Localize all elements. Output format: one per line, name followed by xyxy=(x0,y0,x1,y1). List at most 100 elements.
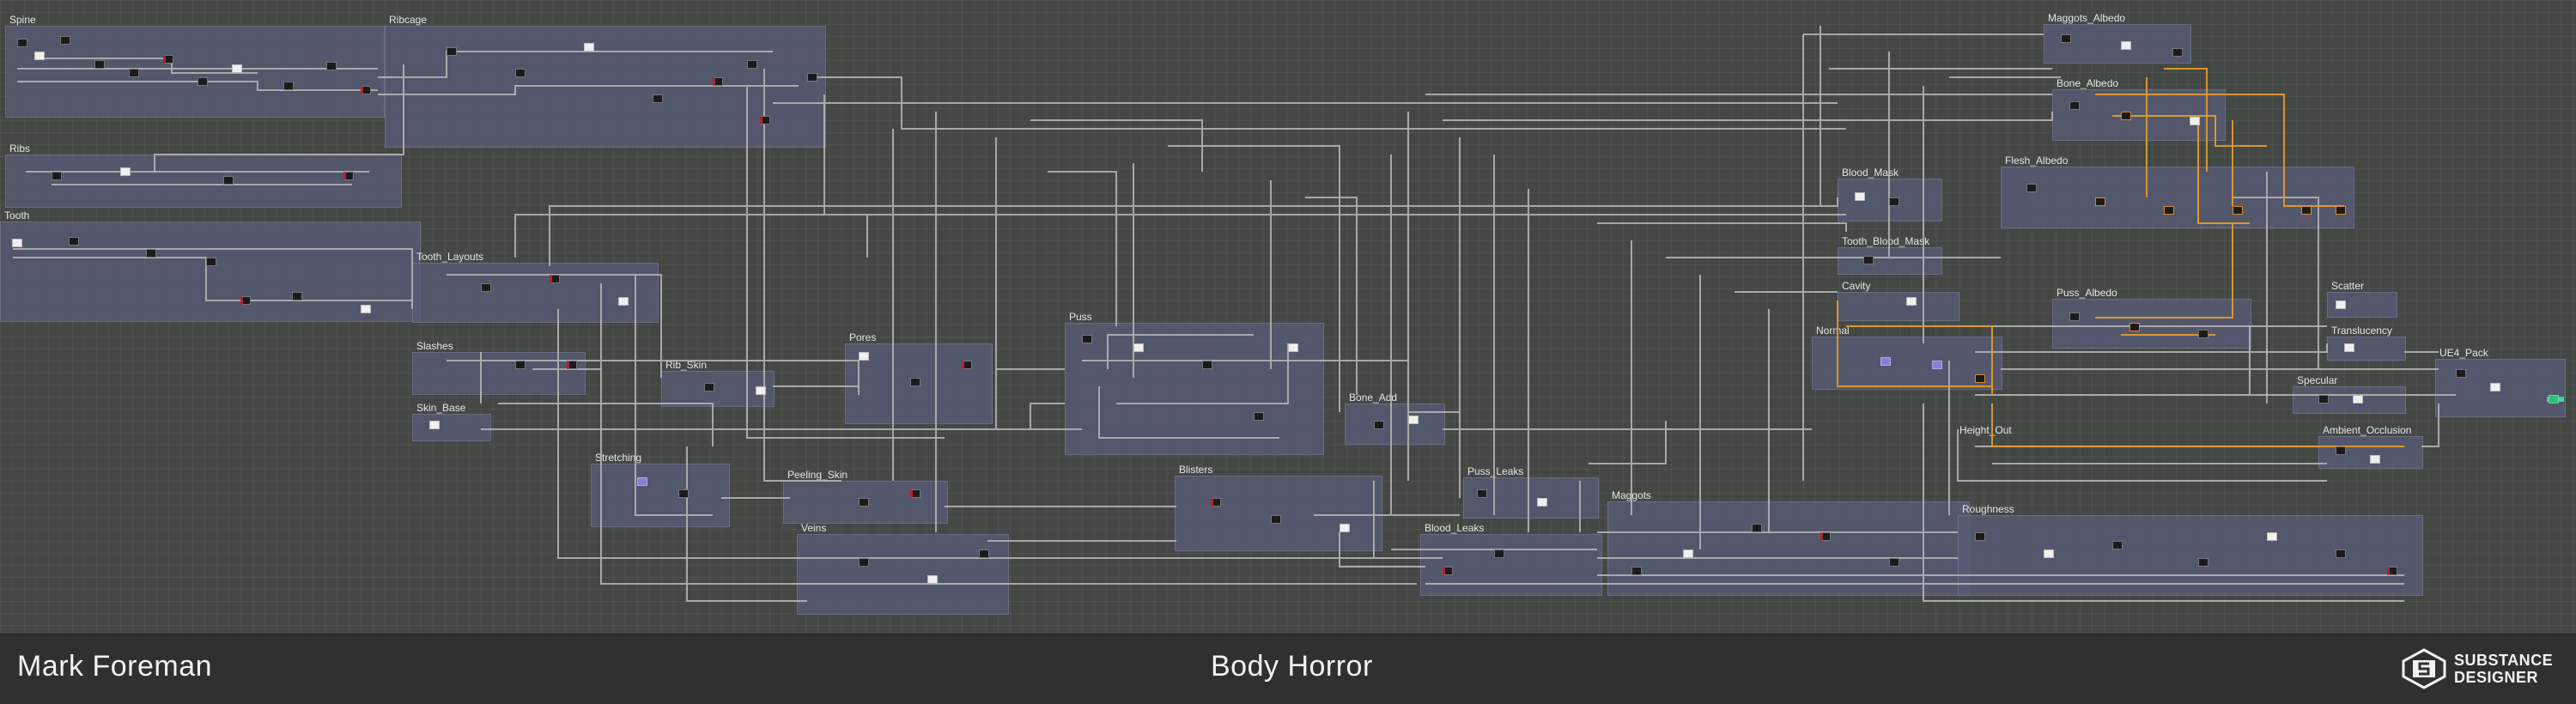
graph-node[interactable] xyxy=(1889,558,1899,567)
graph-node[interactable] xyxy=(859,498,869,507)
frame-slashes[interactable]: Slashes xyxy=(412,340,586,395)
graph-node[interactable] xyxy=(760,116,770,124)
graph-node[interactable] xyxy=(1443,567,1453,575)
graph-node[interactable] xyxy=(1880,357,1891,366)
graph-node[interactable] xyxy=(2044,549,2054,558)
graph-node[interactable] xyxy=(292,292,302,300)
graph-node[interactable] xyxy=(429,421,440,429)
graph-node[interactable] xyxy=(2318,395,2329,404)
graph-node[interactable] xyxy=(910,378,920,386)
graph-node[interactable] xyxy=(2069,313,2080,321)
graph-node[interactable] xyxy=(2336,549,2346,558)
graph-node[interactable] xyxy=(550,275,560,283)
graph-node[interactable] xyxy=(1494,549,1504,558)
graph-node[interactable] xyxy=(1408,416,1419,424)
graph-node[interactable] xyxy=(962,361,972,369)
graph-node[interactable] xyxy=(69,237,79,246)
graph-node[interactable] xyxy=(1254,412,1264,421)
graph-node[interactable] xyxy=(2336,300,2346,309)
graph-node[interactable] xyxy=(1288,343,1298,352)
frame-blisters[interactable]: Blisters xyxy=(1175,464,1382,551)
graph-node[interactable] xyxy=(1975,374,1985,383)
graph-node[interactable] xyxy=(637,477,647,486)
graph-node[interactable] xyxy=(756,386,766,395)
graph-node[interactable] xyxy=(2121,112,2131,120)
frame-maggots[interactable]: Maggots xyxy=(1607,489,1970,596)
graph-node[interactable] xyxy=(2370,455,2380,464)
frame-ribs[interactable]: Ribs xyxy=(5,143,402,208)
frame-maggots-albedo[interactable]: Maggots_Albedo xyxy=(2044,12,2191,64)
graph-node[interactable] xyxy=(2456,369,2466,378)
frame-specular[interactable]: Specular xyxy=(2293,374,2406,414)
graph-node[interactable] xyxy=(197,77,208,86)
graph-node[interactable] xyxy=(1374,421,1384,429)
graph-node[interactable] xyxy=(1889,197,1899,206)
graph-node[interactable] xyxy=(859,352,869,361)
graph-node[interactable] xyxy=(2164,206,2174,215)
frame-cavity[interactable]: Cavity xyxy=(1838,280,1959,321)
graph-node[interactable] xyxy=(1340,524,1350,532)
frame-veins[interactable]: Veins xyxy=(797,522,1009,615)
graph-node[interactable] xyxy=(146,249,156,258)
graph-node[interactable] xyxy=(283,82,294,90)
graph-node[interactable] xyxy=(206,258,216,266)
graph-node[interactable] xyxy=(2344,343,2354,352)
graph-node[interactable] xyxy=(927,575,938,584)
graph-node[interactable] xyxy=(2198,558,2208,567)
graph-node[interactable] xyxy=(1537,498,1547,507)
frame-puss-leaks[interactable]: Puss_Leaks xyxy=(1463,465,1599,519)
frame-bone-add[interactable]: Bone_Add xyxy=(1345,391,1445,445)
graph-node[interactable] xyxy=(2233,206,2243,215)
graph-node[interactable] xyxy=(567,361,577,369)
graph-node[interactable] xyxy=(361,86,371,94)
node-graph-canvas[interactable]: Spine Ribcage Ribs Tooth Tooth_Layouts S… xyxy=(0,0,2576,634)
graph-node[interactable] xyxy=(2336,446,2346,455)
graph-node[interactable] xyxy=(2121,41,2131,50)
graph-node[interactable] xyxy=(2129,323,2140,331)
graph-node[interactable] xyxy=(240,296,251,305)
frame-translucency[interactable]: Translucency xyxy=(2327,325,2406,361)
graph-node-output[interactable] xyxy=(2549,395,2559,404)
graph-node[interactable] xyxy=(447,47,457,56)
graph-node[interactable] xyxy=(859,558,869,567)
frame-blood-leaks[interactable]: Blood_Leaks xyxy=(1420,522,1602,596)
graph-node[interactable] xyxy=(515,361,526,369)
graph-node[interactable] xyxy=(60,36,70,45)
graph-node[interactable] xyxy=(120,167,131,176)
graph-node[interactable] xyxy=(2301,206,2312,215)
graph-node[interactable] xyxy=(1202,361,1212,369)
frame-puss-albedo[interactable]: Puss_Albedo xyxy=(2052,287,2251,349)
graph-node[interactable] xyxy=(618,297,629,306)
graph-node[interactable] xyxy=(2112,541,2123,549)
graph-node[interactable] xyxy=(1683,549,1693,558)
graph-node[interactable] xyxy=(17,39,27,47)
graph-node[interactable] xyxy=(1863,256,1874,264)
graph-node[interactable] xyxy=(910,489,920,498)
graph-node[interactable] xyxy=(807,73,817,82)
graph-node[interactable] xyxy=(223,176,234,185)
graph-node[interactable] xyxy=(34,52,45,60)
graph-node[interactable] xyxy=(1271,515,1281,524)
graph-node[interactable] xyxy=(2026,184,2037,192)
graph-node[interactable] xyxy=(2336,206,2346,215)
graph-node[interactable] xyxy=(1855,192,1865,201)
graph-node[interactable] xyxy=(1631,567,1642,575)
graph-node[interactable] xyxy=(2267,532,2277,541)
graph-node[interactable] xyxy=(361,305,371,313)
graph-node[interactable] xyxy=(1820,532,1831,541)
frame-stretching[interactable]: Stretching xyxy=(591,452,730,527)
graph-node[interactable] xyxy=(1133,343,1144,352)
frame-peeling-skin[interactable]: Peeling_Skin xyxy=(783,469,948,524)
frame-skin-base[interactable]: Skin_Base xyxy=(412,402,491,441)
graph-node[interactable] xyxy=(2172,48,2183,57)
graph-node[interactable] xyxy=(2069,101,2080,110)
graph-node[interactable] xyxy=(678,489,689,498)
graph-node[interactable] xyxy=(326,62,337,70)
graph-node[interactable] xyxy=(1752,524,1762,532)
graph-node[interactable] xyxy=(2353,395,2363,404)
graph-node[interactable] xyxy=(129,69,139,77)
graph-node[interactable] xyxy=(343,172,354,180)
frame-ue4-pack[interactable]: UE4_Pack xyxy=(2435,347,2566,417)
graph-node[interactable] xyxy=(52,172,62,180)
graph-node[interactable] xyxy=(1211,498,1221,507)
